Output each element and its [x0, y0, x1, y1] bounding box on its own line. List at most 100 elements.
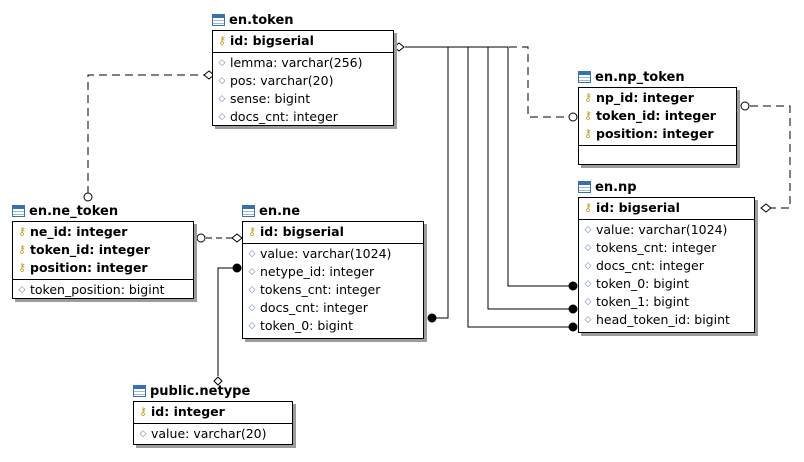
end-diamond-icon: [213, 376, 223, 386]
diamond-icon: ◇: [218, 94, 226, 104]
primary-key-section: ⚷id: integer: [134, 402, 292, 424]
end-dot-icon: [427, 313, 437, 323]
table-public-netype[interactable]: public.netype ⚷id: integer ◇value: varch…: [133, 382, 293, 445]
column: ◇netype_id: integer: [248, 264, 375, 279]
diamond-icon: ◇: [248, 267, 256, 277]
columns-section: ◇value: varchar(20): [134, 424, 292, 445]
relationship-token-to-np-token1: [405, 46, 572, 310]
relationship-token-to-np-head: [405, 46, 572, 328]
table-title: en.ne_token: [12, 202, 194, 221]
table-icon: [212, 14, 225, 26]
end-circle-icon: [740, 101, 750, 111]
diamond-icon: ◇: [248, 303, 256, 313]
diamond-icon: ◇: [584, 297, 592, 307]
table-en-np[interactable]: en.np ⚷id: bigserial ◇value: varchar(102…: [578, 178, 755, 333]
end-diamond-icon: [393, 42, 405, 52]
diamond-icon: ◇: [584, 243, 592, 253]
key-icon: ⚷: [583, 91, 593, 104]
column: ◇tokens_cnt: integer: [248, 282, 381, 297]
column: ◇token_position: bigint: [18, 282, 165, 297]
pk-column: ⚷id: bigserial: [583, 200, 680, 215]
table-title: public.netype: [133, 382, 293, 401]
diamond-icon: ◇: [584, 279, 592, 289]
pk-column: ⚷ne_id: integer: [17, 224, 128, 239]
diamond-icon: ◇: [218, 112, 226, 122]
relationship-ne-token-to-token: [87, 74, 204, 194]
table-icon: [578, 71, 591, 83]
key-icon: ⚷: [583, 109, 593, 122]
key-icon: ⚷: [138, 405, 148, 418]
diamond-icon: ◇: [218, 58, 226, 68]
table-body: ⚷ne_id: integer ⚷token_id: integer ⚷posi…: [12, 221, 194, 299]
table-title: en.np: [578, 178, 755, 197]
diamond-icon: ◇: [248, 285, 256, 295]
end-circle-icon: [196, 233, 206, 243]
column: ◇docs_cnt: integer: [248, 300, 368, 315]
table-title: en.np_token: [578, 68, 737, 87]
columns-section: ◇token_position: bigint: [13, 280, 193, 301]
end-dot-icon: [568, 322, 578, 332]
end-diamond-icon: [231, 233, 243, 243]
table-body: ⚷np_id: integer ⚷token_id: integer ⚷posi…: [578, 87, 737, 165]
pk-column: ⚷position: integer: [583, 126, 714, 141]
diamond-icon: ◇: [584, 225, 592, 235]
pk-column: ⚷np_id: integer: [583, 90, 694, 105]
end-circle-icon: [83, 192, 93, 202]
table-body: ⚷id: integer ◇value: varchar(20): [133, 401, 293, 445]
column: ◇head_token_id: bigint: [584, 312, 730, 327]
pk-column: ⚷id: bigserial: [217, 33, 314, 48]
table-icon: [578, 181, 591, 193]
table-icon: [12, 205, 25, 217]
primary-key-section: ⚷id: bigserial: [213, 31, 393, 53]
relationship-netype-to-ne: [217, 267, 237, 376]
pk-column: ⚷position: integer: [17, 260, 148, 275]
end-circle-icon: [568, 112, 578, 122]
table-icon: [242, 205, 255, 217]
primary-key-section: ⚷np_id: integer ⚷token_id: integer ⚷posi…: [579, 88, 736, 146]
key-icon: ⚷: [17, 261, 27, 274]
pk-column: ⚷token_id: integer: [17, 242, 150, 257]
column: ◇docs_cnt: integer: [218, 109, 338, 124]
key-icon: ⚷: [17, 243, 27, 256]
columns-section: ◇value: varchar(1024) ◇tokens_cnt: integ…: [579, 220, 754, 331]
key-icon: ⚷: [583, 201, 593, 214]
pk-column: ⚷id: bigserial: [247, 224, 344, 239]
key-icon: ⚷: [247, 225, 257, 238]
table-body: ⚷id: bigserial ◇lemma: varchar(256) ◇pos…: [212, 30, 394, 126]
table-en-token[interactable]: en.token ⚷id: bigserial ◇lemma: varchar(…: [212, 11, 394, 126]
column: ◇pos: varchar(20): [218, 73, 334, 88]
columns-section: [579, 146, 736, 149]
column: ◇token_0: bigint: [584, 276, 689, 291]
columns-section: ◇value: varchar(1024) ◇netype_id: intege…: [243, 244, 423, 337]
column: ◇docs_cnt: integer: [584, 258, 704, 273]
table-title: en.ne: [242, 202, 424, 221]
table-body: ⚷id: bigserial ◇value: varchar(1024) ◇ne…: [242, 221, 424, 339]
relationship-np-token-to-token: [405, 46, 569, 118]
primary-key-section: ⚷id: bigserial: [579, 198, 754, 220]
column: ◇value: varchar(1024): [248, 246, 392, 261]
column: ◇value: varchar(20): [139, 426, 267, 441]
diamond-icon: ◇: [584, 261, 592, 271]
key-icon: ⚷: [583, 127, 593, 140]
diamond-icon: ◇: [248, 249, 256, 259]
diamond-icon: ◇: [18, 285, 26, 295]
diamond-icon: ◇: [248, 321, 256, 331]
diamond-icon: ◇: [139, 429, 147, 439]
column: ◇lemma: varchar(256): [218, 55, 363, 70]
end-diamond-icon: [760, 203, 772, 213]
column: ◇tokens_cnt: integer: [584, 240, 717, 255]
relationship-np-to-np-token: [750, 105, 791, 209]
table-en-ne-token[interactable]: en.ne_token ⚷ne_id: integer ⚷token_id: i…: [12, 202, 194, 299]
diamond-icon: ◇: [584, 315, 592, 325]
column: ◇token_0: bigint: [248, 318, 353, 333]
pk-column: ⚷token_id: integer: [583, 108, 716, 123]
key-icon: ⚷: [217, 34, 227, 47]
column: ◇token_1: bigint: [584, 294, 689, 309]
table-en-ne[interactable]: en.ne ⚷id: bigserial ◇value: varchar(102…: [242, 202, 424, 339]
primary-key-section: ⚷id: bigserial: [243, 222, 423, 244]
key-icon: ⚷: [17, 225, 27, 238]
table-en-np-token[interactable]: en.np_token ⚷np_id: integer ⚷token_id: i…: [578, 68, 737, 165]
end-dot-icon: [232, 263, 242, 273]
end-dot-icon: [568, 304, 578, 314]
